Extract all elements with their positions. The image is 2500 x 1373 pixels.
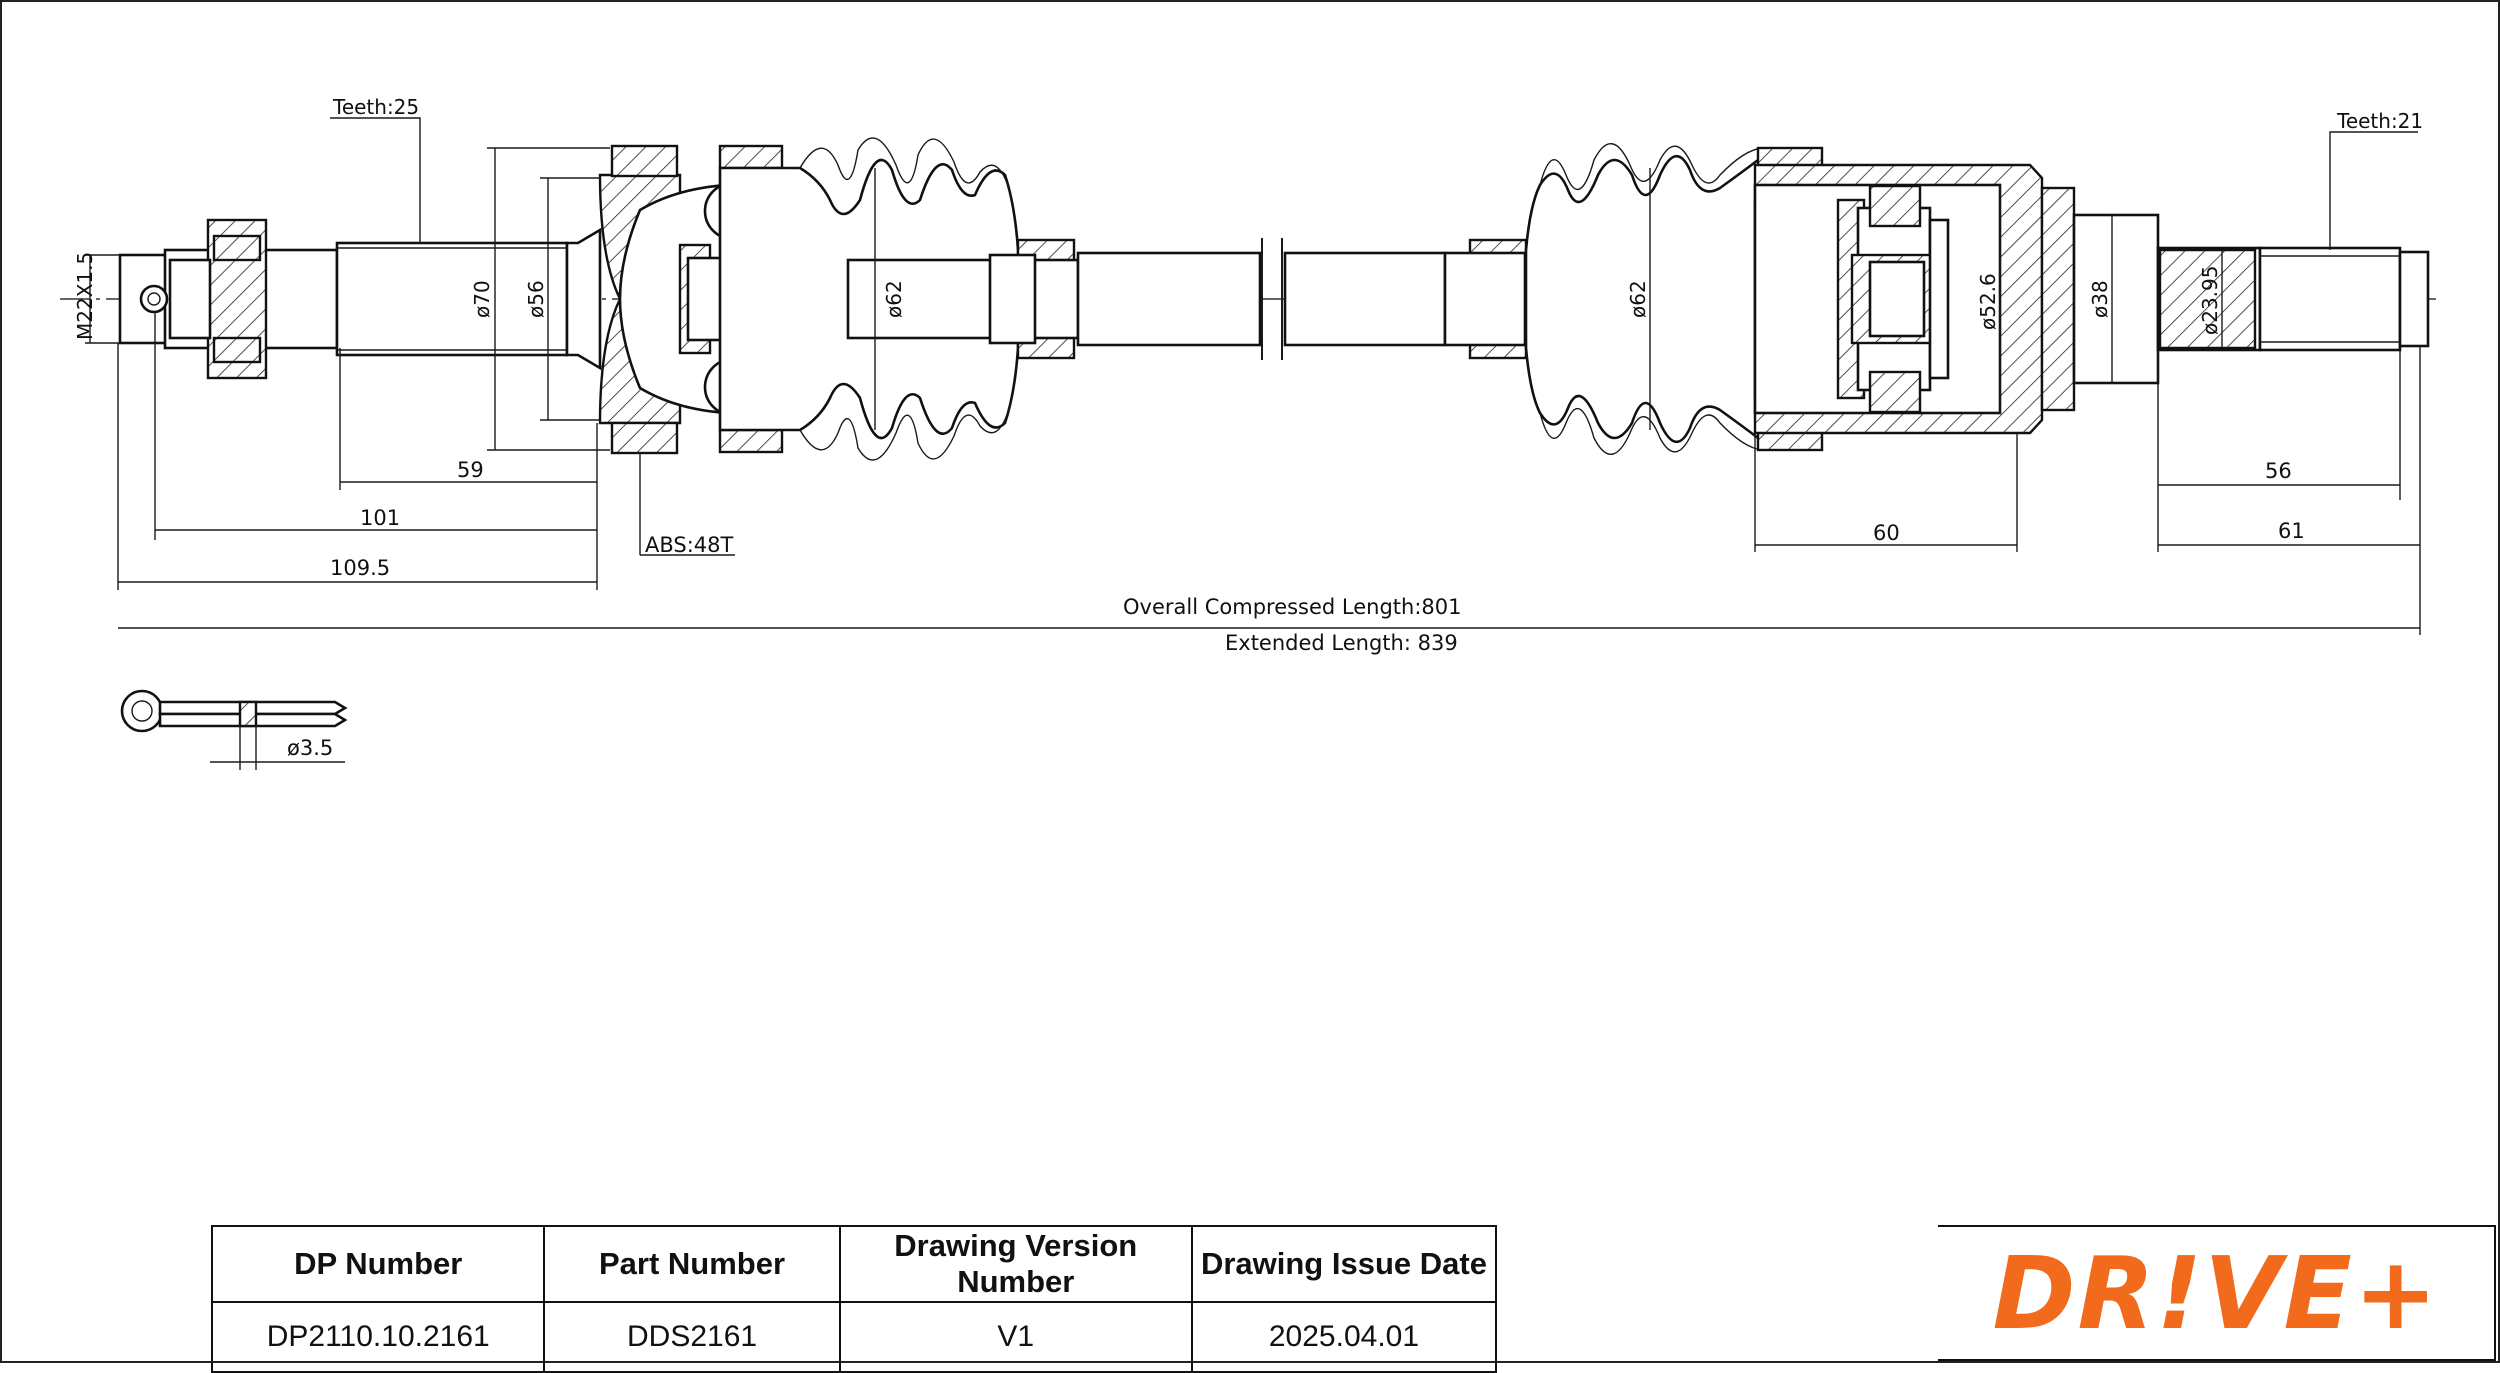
right-stub (2072, 213, 2430, 385)
header-dp-number: DP Number (210, 1225, 546, 1303)
value-drawing-version: V1 (838, 1301, 1193, 1373)
header-issue-date: Drawing Issue Date (1190, 1225, 1498, 1303)
dia-70-label: ø70 (470, 280, 494, 318)
extended-length-label: Extended Length: 839 (1225, 631, 1458, 655)
split-pin (120, 689, 348, 770)
brand-logo: DR!VE+ (1938, 1225, 2496, 1361)
teeth-left-label: Teeth:25 (332, 95, 419, 119)
dim-61-label: 61 (2278, 519, 2305, 543)
dimension-lines (85, 117, 2421, 635)
thread-label: M22X1.5 (73, 252, 97, 340)
dim-59-label: 59 (457, 458, 484, 482)
dim-60-label: 60 (1873, 521, 1900, 545)
center-shaft (846, 238, 1447, 360)
inner-tripod-joint (1753, 163, 2076, 435)
abs-label: ABS:48T (645, 533, 734, 557)
overall-compressed-label: Overall Compressed Length:801 (1123, 595, 1462, 619)
dia-62-left-label: ø62 (882, 280, 906, 318)
teeth-right-label: Teeth:21 (2336, 109, 2423, 133)
value-part-number: DDS2161 (543, 1301, 841, 1373)
left-stub (118, 218, 602, 380)
value-dp-number: DP2110.10.2161 (210, 1301, 546, 1373)
dia-56-label: ø56 (524, 280, 548, 318)
header-drawing-version: Drawing Version Number (838, 1225, 1193, 1303)
dim-109-5-label: 109.5 (330, 556, 390, 580)
title-block: DP Number Part Number Drawing Version Nu… (210, 1225, 1498, 1373)
logo-text: DR!VE+ (1992, 1234, 2440, 1352)
pin-diameter-label: ø3.5 (287, 736, 333, 760)
dia-23-95-label: ø23.95 (2198, 266, 2222, 336)
dia-38-label: ø38 (2088, 280, 2112, 318)
dia-62-right-label: ø62 (1626, 280, 1650, 318)
value-issue-date: 2025.04.01 (1190, 1301, 1498, 1373)
dim-56-label: 56 (2265, 459, 2292, 483)
dia-52-6-label: ø52.6 (1976, 273, 2000, 330)
dim-101-label: 101 (360, 506, 400, 530)
header-part-number: Part Number (543, 1225, 841, 1303)
